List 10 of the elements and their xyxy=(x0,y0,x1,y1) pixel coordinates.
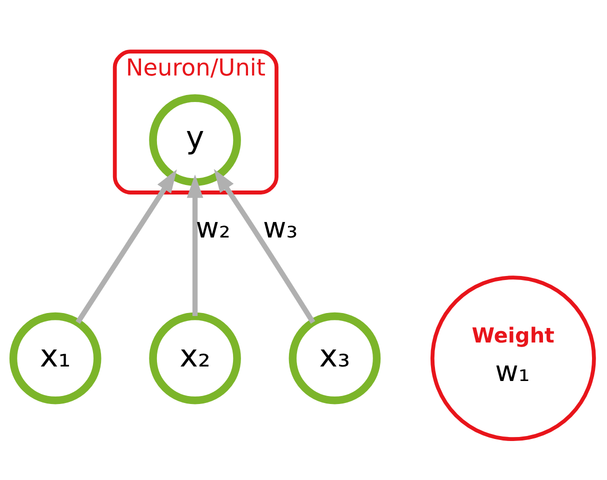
edge-label: w₂ xyxy=(196,211,230,244)
node-circle: y xyxy=(149,94,241,186)
node-circle: x₁ xyxy=(9,312,102,404)
node-circle: x₃ xyxy=(288,312,381,404)
arrow xyxy=(214,169,316,324)
node-circle: x₂ xyxy=(149,312,241,404)
arrow xyxy=(76,169,177,324)
arrow xyxy=(186,174,204,316)
node-circle: Weight w₁ xyxy=(430,276,596,442)
edge-label: w₃ xyxy=(263,211,298,244)
